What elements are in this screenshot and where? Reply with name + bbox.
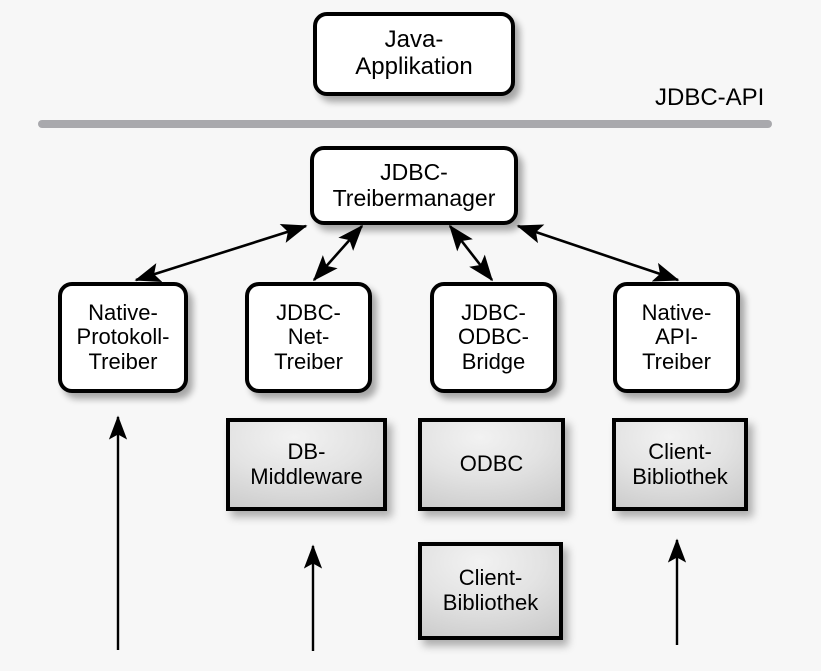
node-client-bibliothek-native[interactable]: Client- Bibliothek [612, 418, 748, 511]
node-jdbc-treibermanager[interactable]: JDBC- Treibermanager [310, 146, 518, 225]
node-jdbc-net-treiber[interactable]: JDBC- Net- Treiber [245, 282, 372, 393]
node-odbc[interactable]: ODBC [418, 418, 565, 511]
node-java-applikation[interactable]: Java- Applikation [313, 12, 515, 96]
connector-manager-jdbc-odbc [448, 224, 494, 282]
connector-manager-native-protokoll [134, 223, 308, 283]
connector-manager-native-api [516, 224, 680, 282]
jdbc-api-bar [38, 120, 772, 128]
jdbc-api-label: JDBC-API [655, 84, 765, 111]
node-db-middleware[interactable]: DB- Middleware [226, 418, 387, 511]
connector-manager-jdbc-net [312, 224, 364, 282]
node-jdbc-odbc-bridge[interactable]: JDBC- ODBC- Bridge [430, 282, 557, 393]
node-native-api-treiber[interactable]: Native- API- Treiber [613, 282, 740, 393]
node-native-protokoll-treiber[interactable]: Native- Protokoll- Treiber [58, 282, 188, 393]
node-client-bibliothek-odbc[interactable]: Client- Bibliothek [418, 542, 563, 640]
